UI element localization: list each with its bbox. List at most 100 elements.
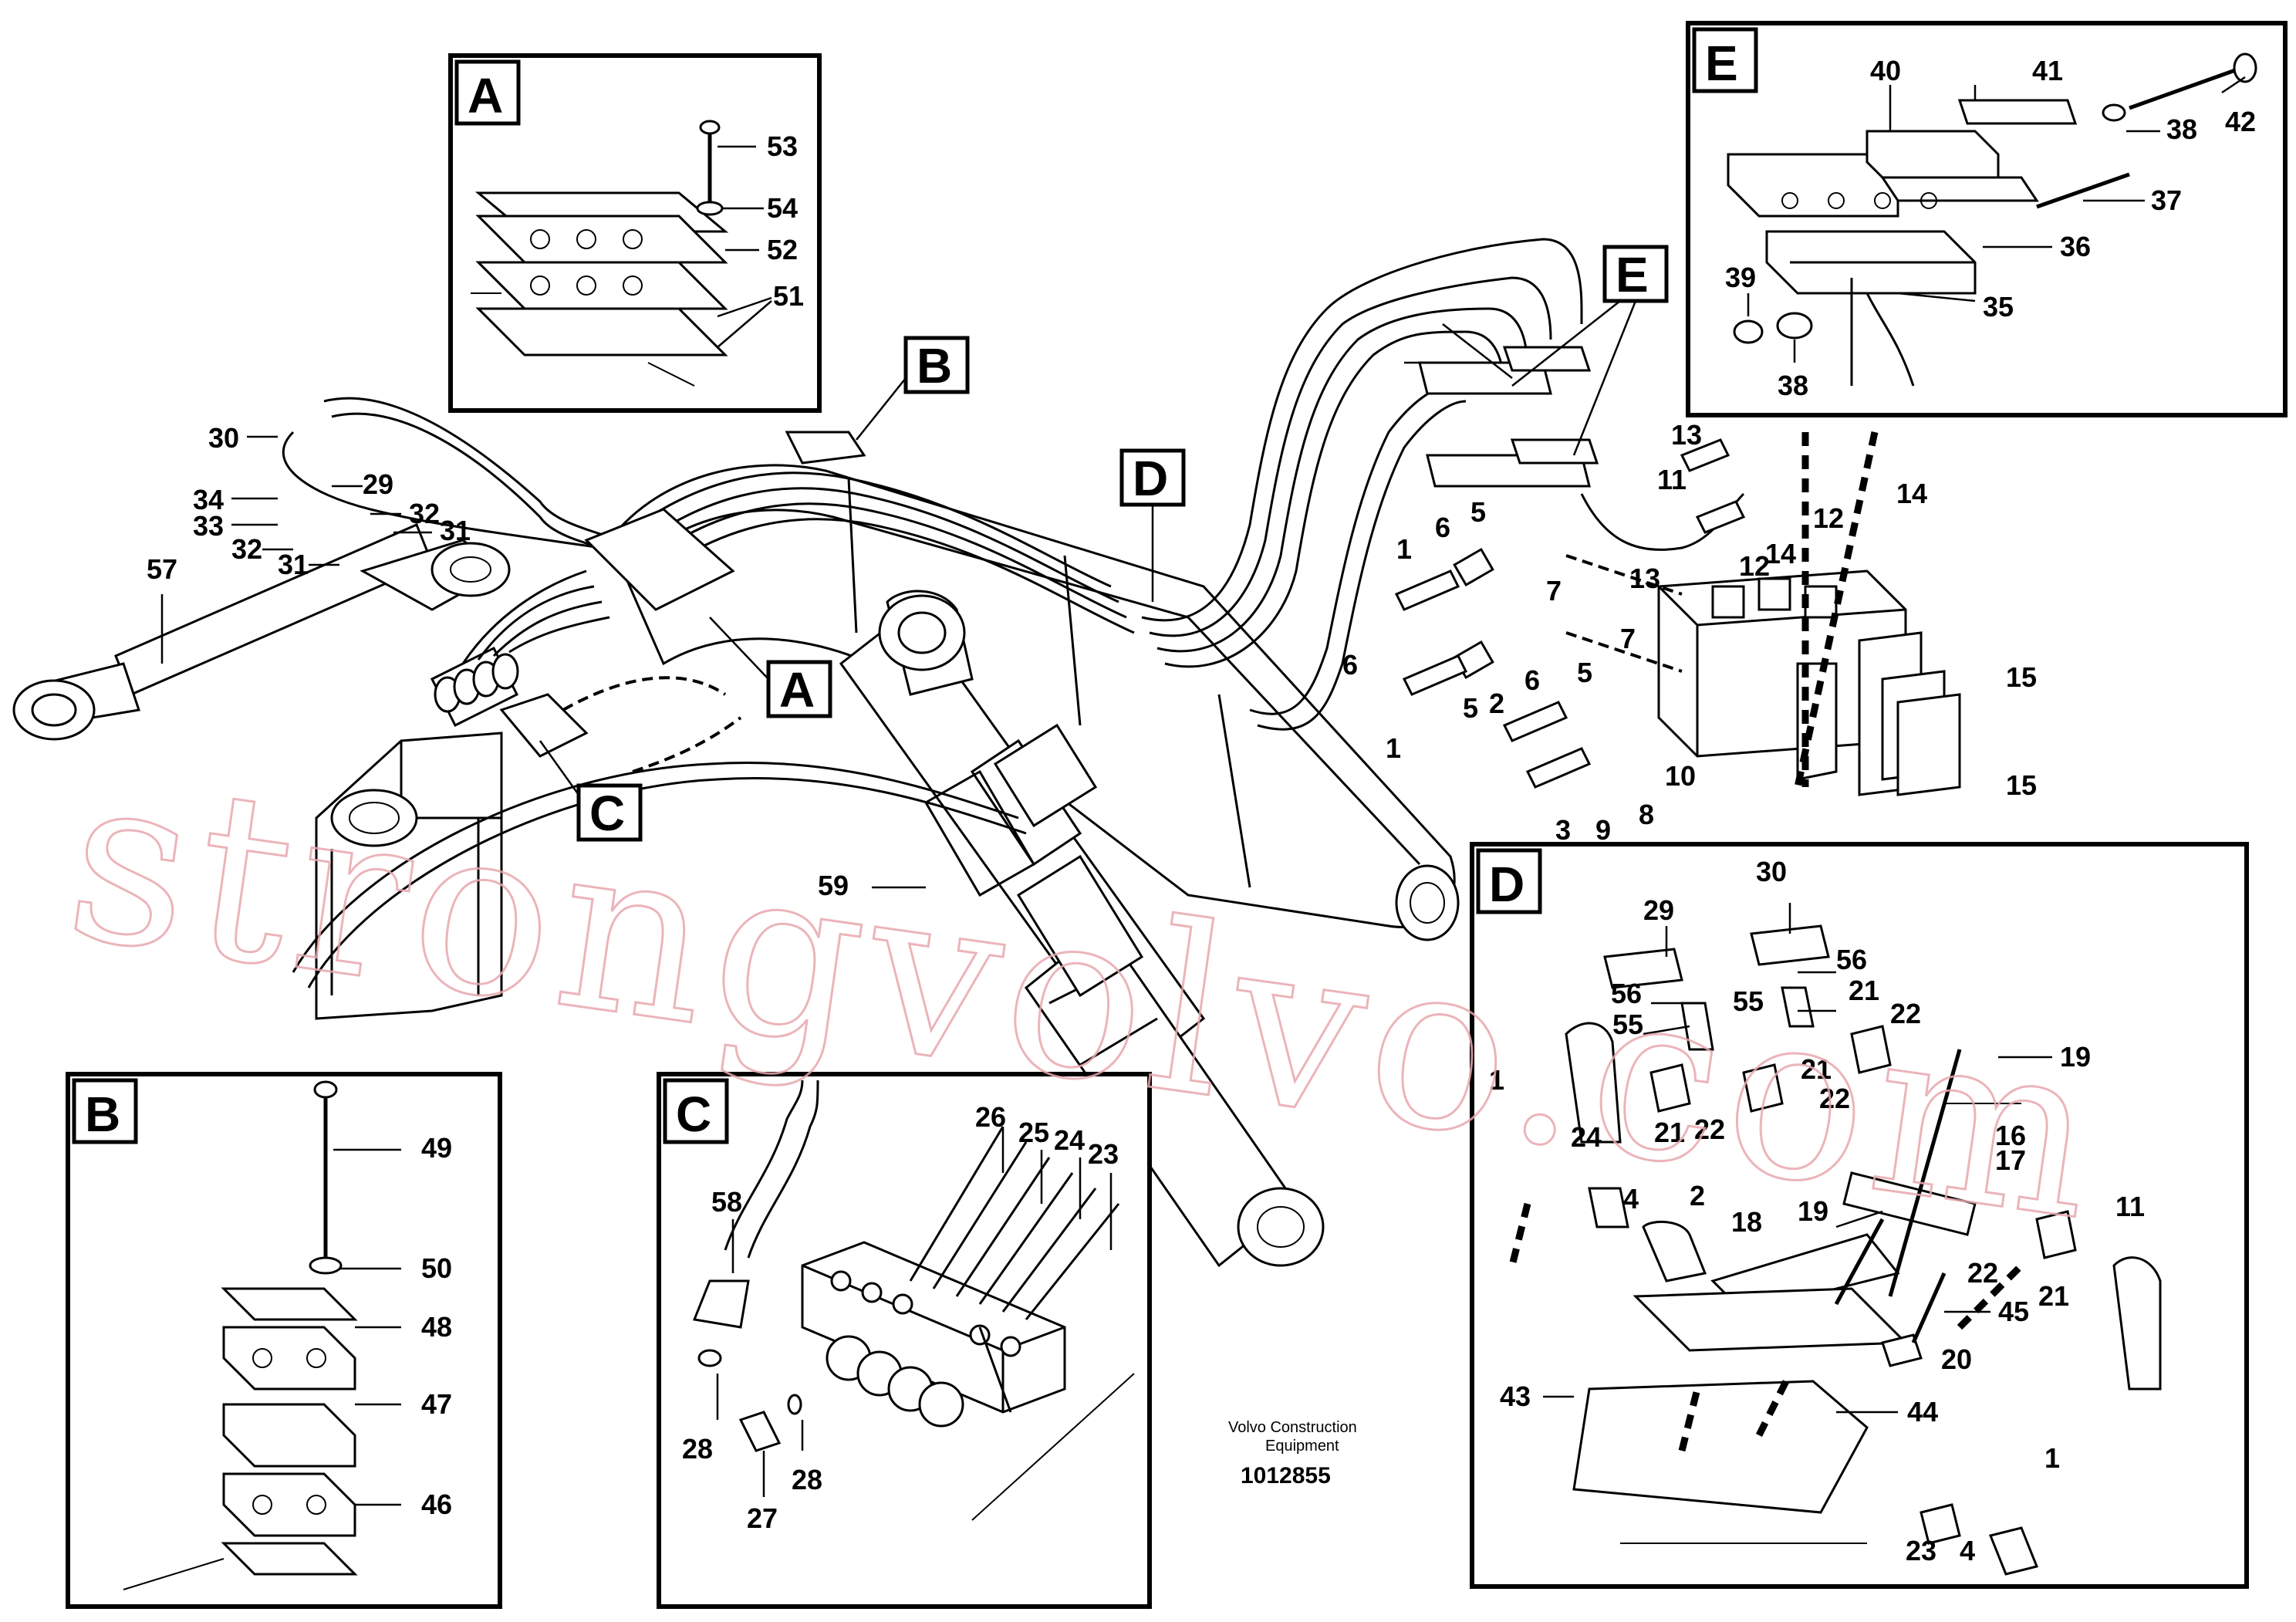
svg-text:D: D	[1489, 857, 1524, 912]
callout-29: 29	[363, 468, 393, 500]
drawing-caption: Volvo Construction Equipment 1012855	[1228, 1419, 1357, 1489]
callout-55d2: 55	[1733, 985, 1764, 1017]
callout-23: 23	[1088, 1138, 1119, 1170]
callout-41: 41	[2032, 55, 2063, 86]
callout-48: 48	[421, 1311, 452, 1343]
callout-56d: 56	[1611, 978, 1642, 1009]
callout-29d: 29	[1643, 894, 1674, 926]
callout-4d2: 4	[1960, 1535, 1975, 1566]
detail-tag-e-main: E	[1511, 245, 1669, 456]
callout-7: 7	[1546, 575, 1562, 607]
callout-1b: 1	[1386, 732, 1401, 764]
callout-46: 46	[421, 1489, 452, 1520]
callout-43d: 43	[1500, 1380, 1531, 1412]
detail-e: E 40 41 42 38 37 36 35 39	[1686, 21, 2288, 417]
callout-44d: 44	[1907, 1396, 1938, 1428]
callout-21d4: 21	[2038, 1280, 2069, 1312]
callout-10: 10	[1665, 760, 1696, 792]
callout-22d2: 22	[1819, 1083, 1850, 1114]
main-assembly	[12, 238, 1961, 1268]
callout-22d: 22	[1890, 998, 1921, 1029]
callout-6c: 6	[1524, 664, 1540, 696]
callout-21d: 21	[1849, 975, 1879, 1006]
svg-text:C: C	[676, 1086, 711, 1142]
detail-a: A 53 54 52 51	[448, 53, 822, 413]
svg-text:D: D	[1133, 451, 1168, 506]
callout-47: 47	[421, 1388, 452, 1420]
main-callouts: 30 29 34 33 32 32 31 31 57 59 1 1 2 3 5 …	[147, 419, 2037, 901]
callout-50: 50	[421, 1252, 452, 1284]
callout-4d: 4	[1623, 1183, 1639, 1215]
callout-15: 15	[2006, 661, 2037, 693]
callout-16d: 16	[1995, 1120, 2026, 1151]
callout-58: 58	[711, 1186, 742, 1218]
drawing-number: 1012855	[1241, 1463, 1331, 1489]
detail-tag-a-main: A	[709, 617, 832, 718]
callout-19d: 19	[2060, 1041, 2091, 1073]
callout-3: 3	[1555, 814, 1571, 846]
callout-19d2: 19	[1798, 1195, 1828, 1227]
callout-30d: 30	[1756, 856, 1787, 887]
callout-30: 30	[208, 422, 239, 454]
callout-32: 32	[409, 498, 440, 529]
callout-45d: 45	[1998, 1296, 2029, 1327]
callout-2d: 2	[1690, 1180, 1705, 1211]
detail-b: B 49 50 48 47 46	[66, 1072, 502, 1609]
callout-13: 13	[1671, 419, 1702, 451]
callout-36: 36	[2060, 231, 2091, 262]
detail-tag-c-main: C	[539, 740, 643, 842]
callout-33: 33	[193, 510, 224, 542]
callout-55d: 55	[1612, 1009, 1643, 1040]
callout-14b: 14	[1765, 538, 1796, 569]
callout-56d2: 56	[1836, 944, 1867, 975]
callout-22d3: 22	[1694, 1113, 1725, 1145]
callout-32b: 32	[231, 533, 262, 565]
svg-text:C: C	[589, 786, 625, 841]
callout-27: 27	[747, 1502, 778, 1534]
callout-38b: 38	[1778, 370, 1808, 401]
detail-tag-b-main: B	[856, 336, 970, 441]
callout-1d: 1	[1489, 1064, 1504, 1096]
caption-line2: Equipment	[1265, 1438, 1339, 1455]
callout-13b: 13	[1629, 563, 1660, 594]
callout-51: 51	[773, 280, 804, 312]
detail-d: D	[1470, 842, 2249, 1589]
callout-12b: 12	[1739, 550, 1770, 582]
callout-24d: 24	[1571, 1121, 1602, 1153]
callout-52: 52	[767, 234, 798, 265]
caption-line1: Volvo Construction	[1228, 1419, 1357, 1436]
callout-8: 8	[1639, 799, 1654, 830]
control-valve	[1657, 569, 1961, 796]
svg-text:B: B	[85, 1086, 120, 1142]
callout-25: 25	[1018, 1117, 1049, 1148]
callout-57: 57	[147, 553, 177, 585]
callout-11: 11	[1657, 464, 1687, 495]
callout-28: 28	[682, 1433, 713, 1465]
callout-35: 35	[1983, 291, 2014, 323]
callout-40: 40	[1870, 55, 1901, 86]
callout-20d: 20	[1941, 1343, 1972, 1375]
fitting-cluster	[430, 569, 610, 728]
svg-text:E: E	[1616, 247, 1649, 302]
callout-21d2: 21	[1801, 1053, 1832, 1085]
callout-12: 12	[1813, 502, 1844, 534]
callout-42: 42	[2225, 106, 2256, 137]
callout-39: 39	[1725, 262, 1756, 293]
callout-24: 24	[1054, 1124, 1085, 1156]
callout-6b: 6	[1342, 649, 1358, 681]
callout-34: 34	[193, 484, 224, 515]
callout-7b: 7	[1620, 623, 1636, 654]
callout-23d: 23	[1906, 1535, 1936, 1566]
callout-37: 37	[2151, 184, 2182, 216]
callout-22d4: 22	[1967, 1257, 1998, 1289]
callout-15b: 15	[2006, 769, 2037, 801]
callout-18d: 18	[1731, 1206, 1762, 1238]
callout-1: 1	[1396, 533, 1412, 565]
svg-text:A: A	[468, 68, 503, 123]
main-leaders	[160, 323, 1513, 889]
callout-54: 54	[767, 192, 798, 224]
callout-31b: 31	[278, 549, 309, 580]
callout-5: 5	[1470, 496, 1486, 528]
detail-c: C 26 25 24 23	[657, 1072, 1152, 1609]
